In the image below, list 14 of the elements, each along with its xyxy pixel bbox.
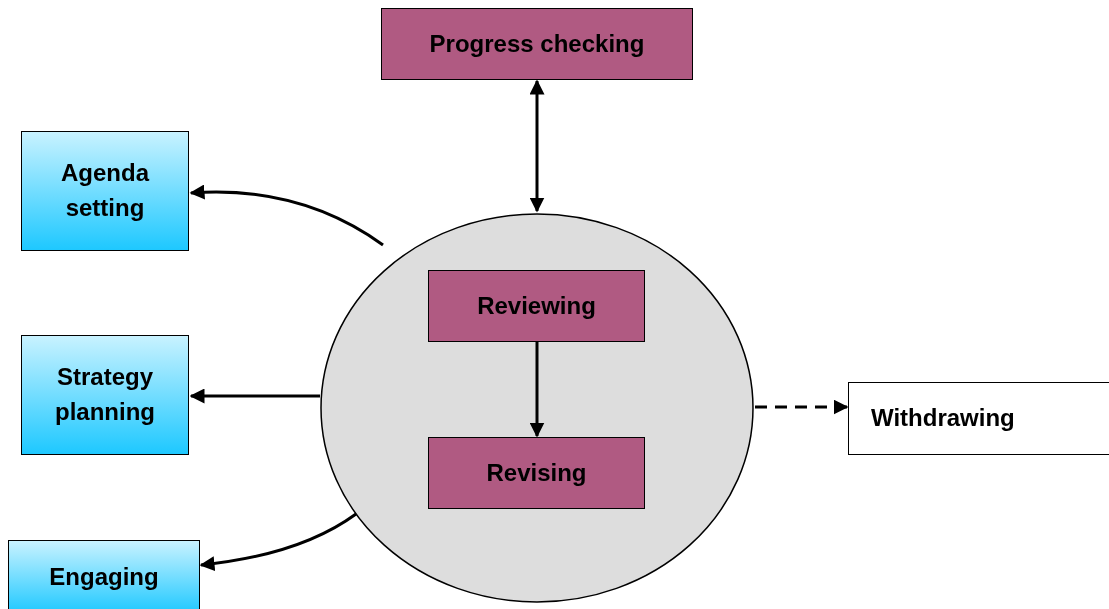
arrow <box>755 399 849 415</box>
process-box: Strategy planning <box>21 335 189 455</box>
arrow <box>529 79 545 213</box>
arrow <box>189 184 384 247</box>
process-box: Progress checking <box>381 8 693 80</box>
process-box: Engaging <box>8 540 200 609</box>
arrow <box>529 342 545 438</box>
process-box: Reviewing <box>428 270 645 342</box>
process-box: Withdrawing <box>848 382 1109 455</box>
process-box: Agenda setting <box>21 131 189 251</box>
process-box: Revising <box>428 437 645 509</box>
ellipse <box>320 213 754 603</box>
arrow <box>189 388 320 404</box>
arrow <box>199 512 357 571</box>
